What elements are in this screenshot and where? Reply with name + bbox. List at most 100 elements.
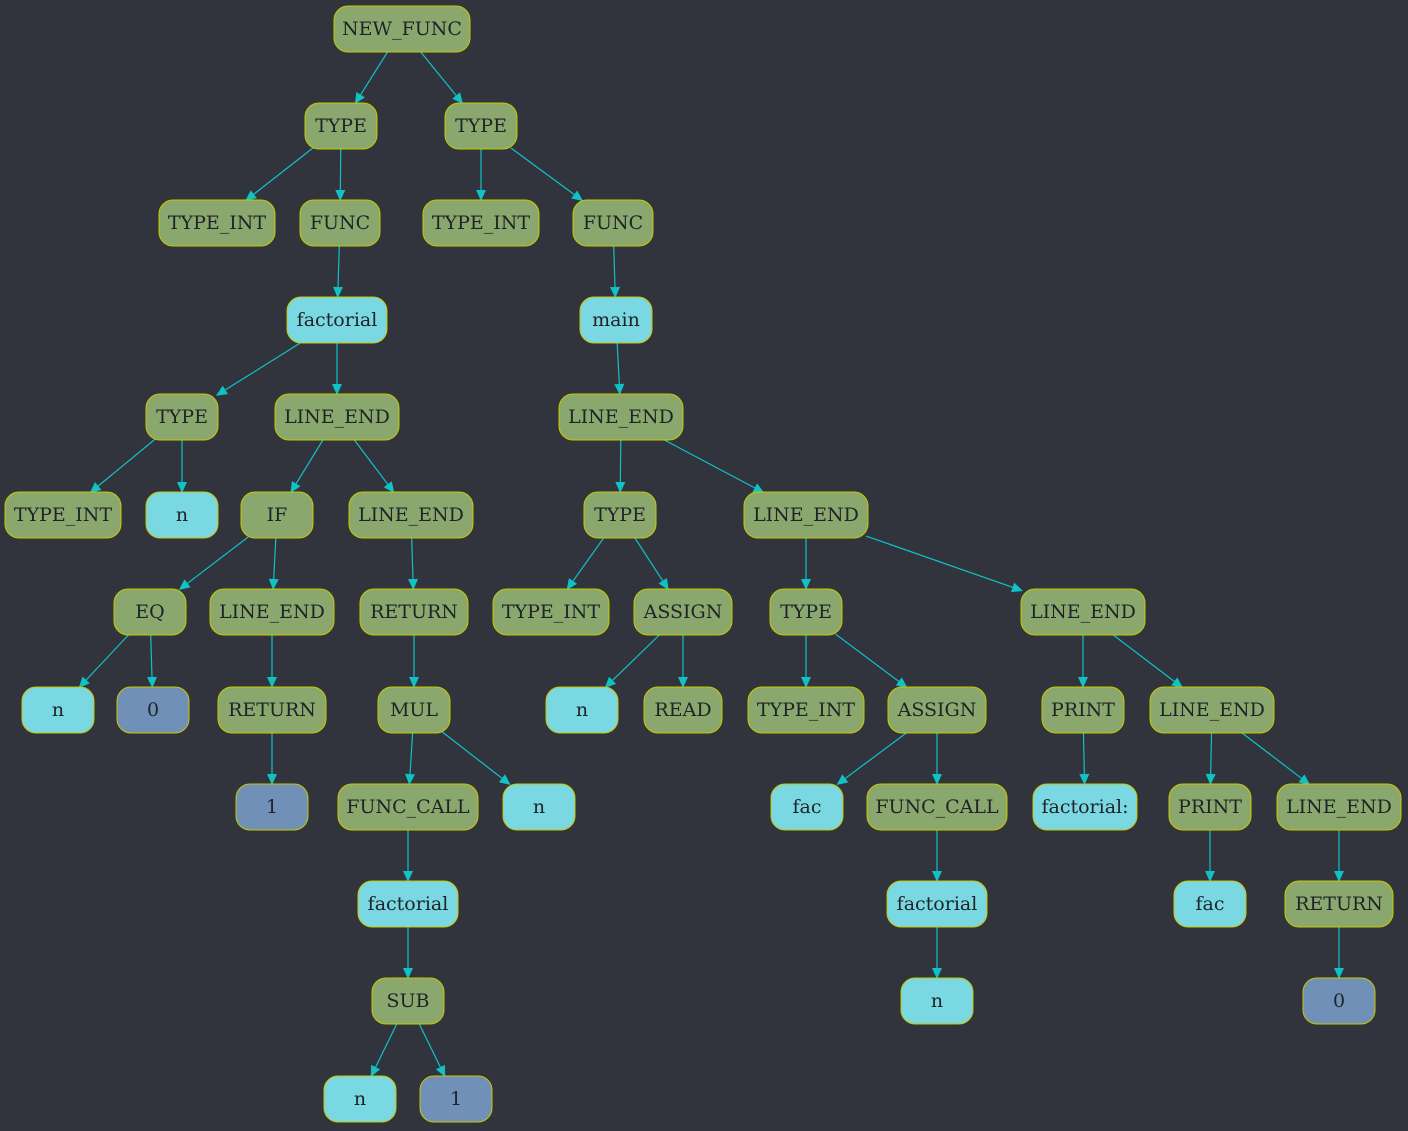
edge-n35-to-n43 [1240, 731, 1311, 785]
edge-line [865, 535, 1013, 588]
edge-line [337, 244, 340, 288]
edge-n25-to-n34 [1078, 634, 1088, 688]
tree-node-0: 0 [116, 686, 190, 734]
node-box [158, 199, 276, 247]
edge-n48-to-n51 [370, 1022, 398, 1077]
tree-node-return: RETURN [217, 686, 327, 734]
edge-line [844, 731, 908, 779]
node-box [217, 686, 327, 734]
tree-node-sub: SUB [371, 977, 445, 1025]
arrowhead-icon [146, 676, 157, 688]
edge-n47-to-n50 [1334, 926, 1344, 979]
arrowhead-icon [452, 92, 464, 104]
arrowhead-icon [333, 286, 344, 298]
node-label: LINE_END [1286, 796, 1392, 818]
node-label: TYPE [315, 115, 367, 137]
arrowhead-icon [609, 286, 620, 298]
edge-line [97, 438, 156, 487]
arrowhead-icon [383, 481, 395, 493]
node-label: PRINT [1051, 699, 1115, 721]
edge-line [375, 1022, 398, 1068]
node-box [1168, 783, 1252, 831]
arrowhead-icon [405, 773, 416, 785]
arrowhead-icon [614, 383, 625, 395]
arrowhead-icon [615, 481, 626, 493]
edge-layer [78, 50, 1344, 1077]
arrowhead-icon [932, 774, 942, 785]
tree-node-line-end: LINE_END [558, 393, 684, 441]
tree-node-type: TYPE [145, 393, 219, 441]
arrowhead-icon [932, 968, 942, 979]
edge-n33-to-n39 [836, 731, 908, 785]
edge-n24-to-n32 [801, 634, 811, 688]
arrowhead-icon [895, 677, 908, 688]
arrowhead-icon [370, 1064, 381, 1077]
edge-line [510, 147, 575, 195]
tree-node-factorial: factorial: [1032, 783, 1138, 831]
node-label: LINE_END [1159, 699, 1265, 721]
edge-line [418, 1022, 441, 1068]
arrowhead-icon [245, 190, 257, 201]
node-label: main [592, 309, 640, 331]
edge-line [353, 438, 389, 485]
node-box [633, 588, 733, 636]
edge-line [613, 244, 616, 288]
node-box [1173, 880, 1247, 928]
edge-line [273, 536, 277, 580]
arrowhead-icon [752, 483, 765, 493]
tree-node-n: n [145, 491, 219, 539]
edge-n10-to-n14 [177, 439, 187, 493]
node-label: RETURN [228, 699, 316, 721]
edge-n19-to-n27 [146, 633, 157, 688]
arrowhead-icon [604, 676, 617, 688]
arrowhead-icon [267, 774, 277, 785]
node-box [299, 199, 381, 247]
tree-node-func-call: FUNC_CALL [337, 783, 479, 831]
edge-n23-to-n30 [604, 633, 661, 688]
edge-n42-to-n46 [1205, 829, 1215, 882]
tree-node-assign: ASSIGN [633, 588, 733, 636]
node-box [743, 491, 869, 539]
edge-n29-to-n38 [441, 731, 511, 785]
edge-n18-to-n25 [865, 535, 1023, 593]
edge-n21-to-n29 [409, 634, 419, 688]
tree-node-type-int: TYPE_INT [422, 199, 540, 247]
tree-node-n: n [21, 686, 95, 734]
node-label: 1 [266, 796, 278, 818]
arrowhead-icon [435, 1064, 446, 1077]
tree-node-type: TYPE [583, 491, 657, 539]
arrowhead-icon [335, 189, 346, 201]
node-box [1032, 783, 1138, 831]
node-label: PRINT [1178, 796, 1242, 818]
tree-node-type: TYPE [444, 102, 518, 150]
edge-n15-to-n20 [268, 536, 279, 590]
node-box [866, 783, 1008, 831]
edge-n33-to-n40 [932, 732, 942, 785]
node-label: RETURN [1295, 893, 1383, 915]
tree-node-print: PRINT [1041, 686, 1125, 734]
arrowhead-icon [1298, 774, 1311, 785]
node-box [145, 491, 219, 539]
tree-node-n: n [545, 686, 619, 734]
tree-node-0: 0 [1302, 977, 1376, 1025]
edge-line [187, 536, 249, 584]
edge-n8-to-n11 [332, 342, 342, 395]
arrowhead-icon [403, 968, 413, 979]
tree-node-read: READ [643, 686, 723, 734]
node-box [583, 491, 657, 539]
edge-line [1210, 731, 1213, 775]
node-label: factorial [297, 309, 378, 331]
node-label: fac [792, 796, 821, 818]
tree-node-eq: EQ [113, 588, 187, 636]
arrowhead-icon [498, 774, 511, 785]
node-label: TYPE [594, 504, 646, 526]
tree-node-func: FUNC [572, 199, 654, 247]
edge-n25-to-n35 [1111, 633, 1184, 688]
node-box [492, 588, 610, 636]
node-label: FUNC [310, 212, 370, 234]
edge-n17-to-n23 [633, 536, 669, 590]
tree-node-factorial: factorial [286, 296, 388, 344]
node-label: n [533, 796, 545, 818]
tree-node-1: 1 [419, 1075, 493, 1123]
node-label: LINE_END [284, 406, 390, 428]
